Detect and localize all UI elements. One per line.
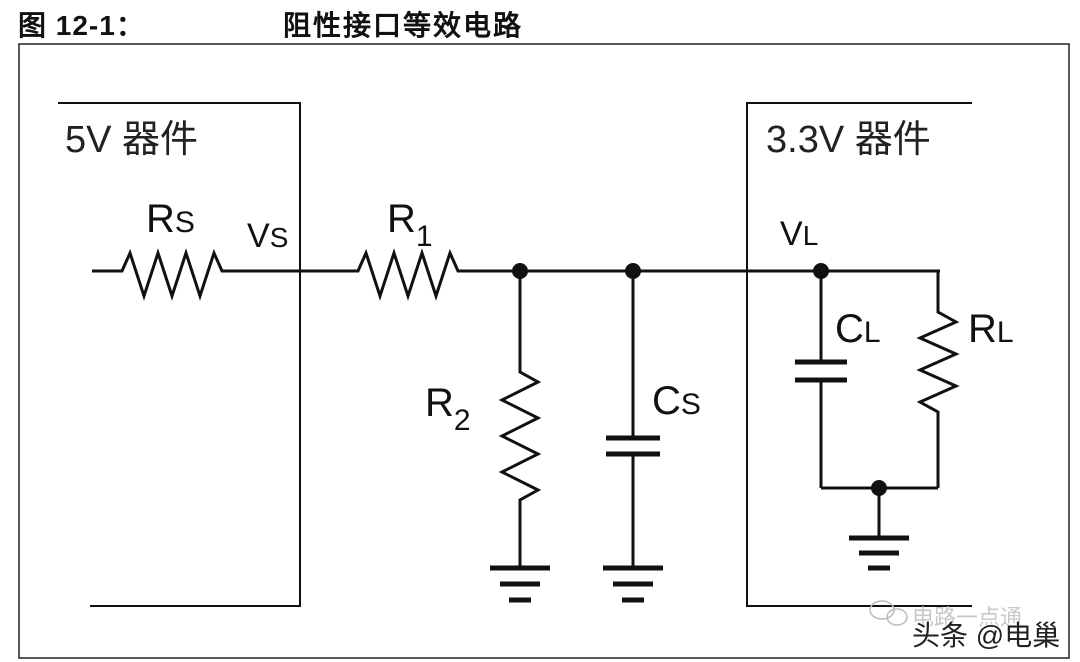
3v3-device-label: 3.3V 器件 xyxy=(766,119,931,161)
ground-icon xyxy=(490,565,550,603)
junction-dot-vl xyxy=(813,263,829,279)
cl-label: CL xyxy=(835,307,881,351)
5v-device-box xyxy=(58,102,301,607)
rs-resistor xyxy=(92,248,355,301)
rl-resistor xyxy=(916,271,960,488)
junction-dot xyxy=(512,263,528,279)
ground-icon xyxy=(849,535,909,571)
figure-caption: 阻性接口等效电路 xyxy=(283,10,524,41)
watermark-source: 电路一点通 xyxy=(912,605,1023,630)
watermark-logo-icon xyxy=(869,600,908,626)
cs-label: CS xyxy=(652,379,701,423)
rl-label: RL xyxy=(968,307,1014,351)
r2-label: R2 xyxy=(425,381,471,437)
5v-device-label: 5V 器件 xyxy=(65,119,198,161)
watermark-credit: 头条 @电巢 xyxy=(912,620,1061,651)
r2-resistor xyxy=(498,271,542,568)
vs-label: VS xyxy=(247,217,288,255)
ground-icon xyxy=(603,565,663,603)
figure-frame xyxy=(18,43,1070,659)
junction-dot-ground xyxy=(871,480,887,496)
r1-resistor xyxy=(355,248,940,301)
3v3-device-box xyxy=(746,102,972,607)
junction-dot xyxy=(625,263,641,279)
rs-label: RS xyxy=(146,197,195,241)
vl-label: VL xyxy=(780,215,818,253)
figure-title: 图 12-1： 阻性接口等效电路 xyxy=(8,0,1080,41)
r1-label: R1 xyxy=(387,197,433,253)
figure-number: 图 12-1： xyxy=(18,10,145,41)
